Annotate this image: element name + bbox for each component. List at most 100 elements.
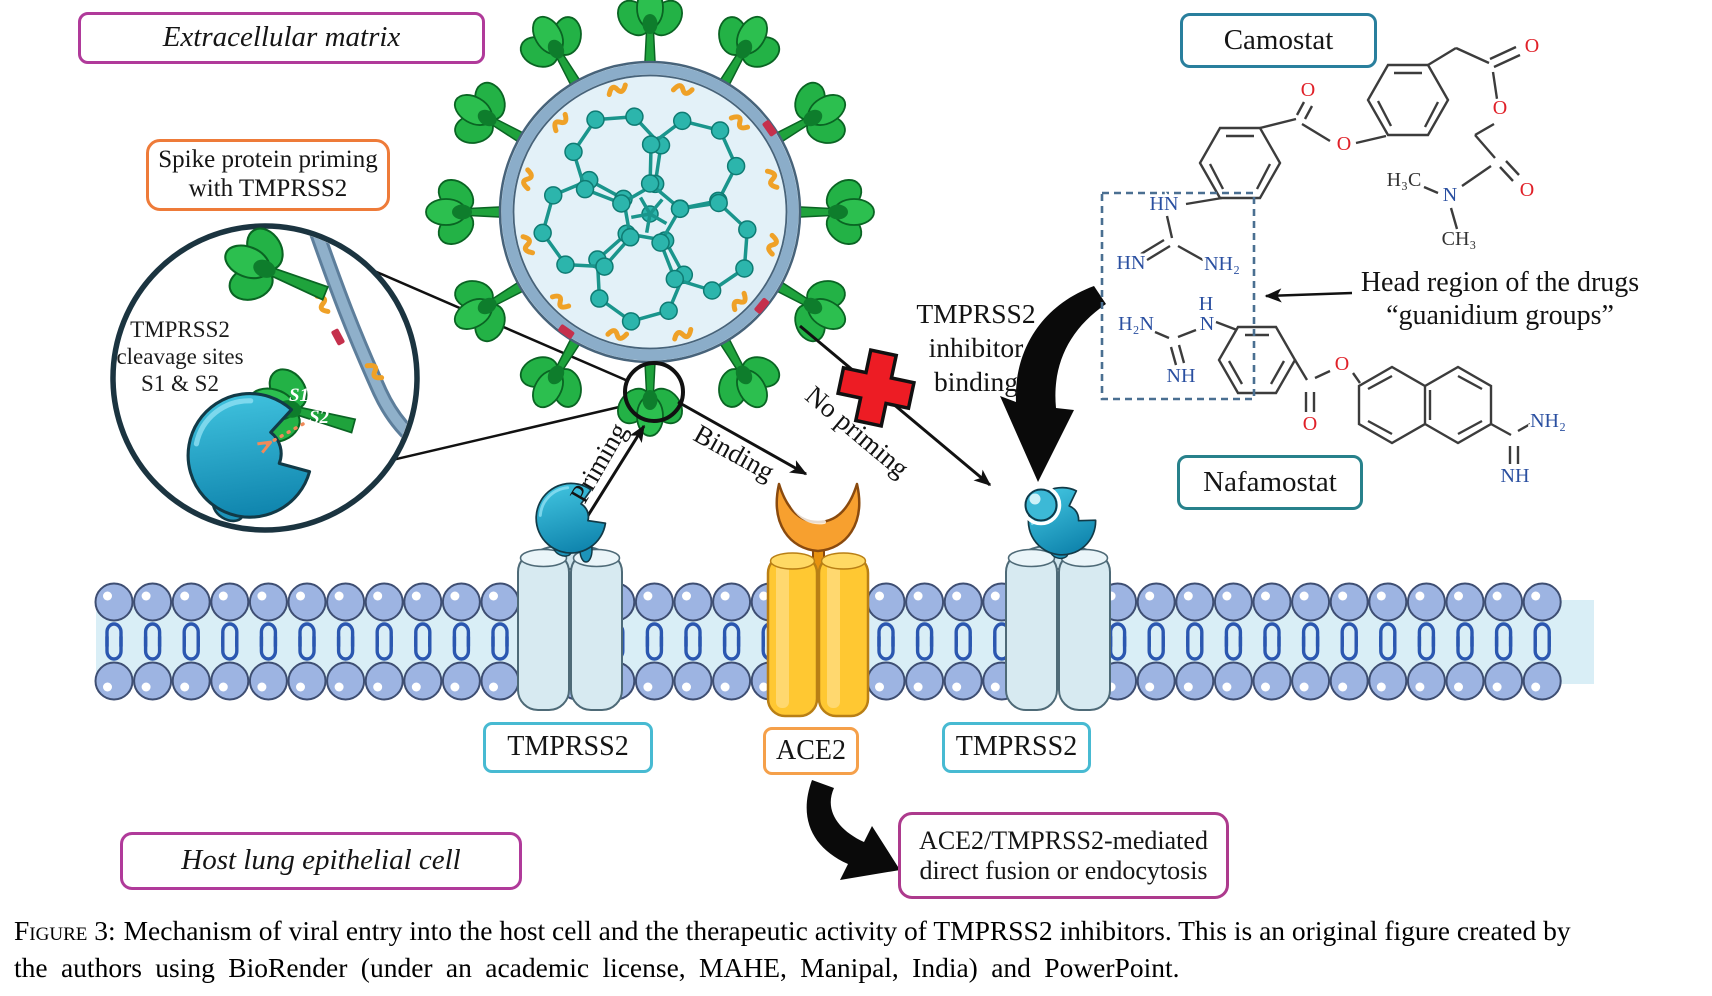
- rna-bead: [726, 156, 746, 176]
- tmprss2-right-label: TMPRSS2: [955, 731, 1078, 763]
- lipid-tail: [722, 622, 741, 648]
- camostat-bonds: [1140, 101, 1387, 262]
- priming-arrow: [582, 424, 646, 523]
- atom-label: N: [1200, 313, 1214, 335]
- lipid-head: [210, 582, 250, 622]
- host-cell-label: Host lung epithelial cell: [181, 844, 461, 877]
- lipid-head: [673, 661, 713, 701]
- lipid-head-highlight: [1222, 682, 1232, 692]
- fusion-box: ACE2/TMPRSS2-mediated direct fusion or e…: [898, 812, 1229, 899]
- lipid-head-highlight: [913, 591, 923, 601]
- lipid-head: [480, 661, 520, 701]
- lipid-head: [1368, 582, 1408, 622]
- atom-label: NH₂: [1530, 410, 1566, 432]
- lipid-head-highlight: [141, 682, 151, 692]
- lipid-tail: [1533, 635, 1551, 661]
- atom-label: NH: [1167, 365, 1196, 387]
- lipid-tail: [1147, 635, 1165, 661]
- tmprss2-protein-left: [517, 474, 623, 711]
- lipid-head: [1406, 582, 1446, 622]
- lipid-head-highlight: [103, 682, 112, 692]
- lipid-head: [441, 661, 481, 701]
- rna-bead: [659, 301, 678, 321]
- lipid-tail: [915, 635, 934, 661]
- lipid-head: [905, 582, 945, 622]
- rna-bead: [670, 199, 690, 219]
- inset-caption-line2: cleavage sites: [116, 344, 243, 369]
- nafamostat-amidine-bonds: [1490, 421, 1533, 464]
- lipid-head-highlight: [1145, 591, 1155, 601]
- atom-label: N: [1443, 184, 1457, 206]
- head-region-line2: “guanidium groups”: [1386, 300, 1614, 331]
- spike-priming-line2: with TMPRSS2: [188, 175, 348, 202]
- lipid-tail: [1224, 635, 1243, 661]
- lipid-tail: [143, 635, 162, 661]
- lipid-head-highlight: [1338, 682, 1348, 692]
- lipid-head: [441, 582, 481, 622]
- rna-bead: [575, 179, 595, 199]
- host-cell-box: Host lung epithelial cell: [120, 832, 522, 890]
- chemical-structures: [1140, 45, 1533, 464]
- lipid-tail: [684, 635, 702, 661]
- lipid-head-highlight: [1376, 591, 1386, 601]
- lipid-tail: [336, 622, 355, 648]
- lipid-tail: [1186, 635, 1204, 661]
- lipid-head: [248, 661, 288, 701]
- lipid-tail: [877, 635, 895, 661]
- lipid-head-highlight: [1454, 591, 1463, 601]
- rna-bead: [543, 186, 563, 205]
- ace2-to-fusion-curved-arrow: [806, 780, 900, 880]
- lipid-tail: [1263, 622, 1281, 648]
- lipid-head-highlight: [296, 591, 305, 601]
- lipid-head-highlight: [1338, 591, 1348, 601]
- lipid-head-highlight: [1261, 682, 1270, 692]
- lipid-tail: [1417, 622, 1436, 648]
- rna-bead: [640, 174, 660, 193]
- lipid-head-highlight: [450, 682, 460, 692]
- lipid-head-highlight: [1492, 591, 1502, 601]
- rna-bead: [533, 223, 552, 243]
- sars-cov-2-virion: [425, 0, 875, 437]
- rna-bead: [735, 259, 754, 278]
- rna-bead: [625, 107, 644, 126]
- lipid-tail: [1224, 622, 1243, 648]
- lipid-head-highlight: [1415, 591, 1425, 601]
- camostat-box: Camostat: [1180, 13, 1377, 68]
- atom-label: HN: [1150, 193, 1179, 215]
- lipid-tail: [259, 622, 278, 648]
- extracellular-matrix-box: Extracellular matrix: [78, 12, 485, 64]
- spike-priming-box: Spike protein priming with TMPRSS2: [146, 139, 390, 211]
- priming-inset: TMPRSS2 cleavage sites S1 & S2 S1 S2: [110, 210, 420, 532]
- lipid-head: [1252, 582, 1292, 622]
- lipid-head-highlight: [450, 591, 460, 601]
- lipid-head-highlight: [1222, 591, 1232, 601]
- lipid-head-highlight: [682, 591, 691, 601]
- lipid-head-highlight: [1492, 682, 1502, 692]
- lipid-head: [480, 582, 520, 622]
- lipid-head: [712, 661, 752, 701]
- lipid-head-highlight: [180, 591, 190, 601]
- lipid-head: [171, 661, 211, 701]
- lipid-head-highlight: [373, 591, 383, 601]
- camostat-ester-bonds: [1423, 45, 1521, 230]
- inhibitor-binding-curved-arrow: [1000, 286, 1106, 482]
- lipid-head: [1329, 661, 1369, 701]
- atom-label: O: [1301, 79, 1315, 101]
- atom-label: H: [1199, 293, 1213, 315]
- lipid-head-highlight: [257, 682, 267, 692]
- lipid-head: [943, 582, 983, 622]
- lipid-tail: [684, 622, 702, 648]
- rna-strand: [644, 213, 652, 234]
- lipid-tail: [414, 622, 432, 648]
- lipid-tail: [1301, 635, 1320, 661]
- lipid-head-highlight: [1183, 591, 1193, 601]
- atom-label: O: [1525, 35, 1539, 57]
- virus-membrane-proteins: [522, 84, 778, 340]
- inhibitor-molecule-ball: [1024, 488, 1058, 522]
- extracellular-matrix-label: Extracellular matrix: [162, 21, 401, 54]
- binding-arrow: [677, 400, 808, 476]
- lipid-head-highlight: [489, 682, 498, 692]
- lipid-head-highlight: [759, 682, 769, 692]
- atom-label: NH₂: [1204, 253, 1240, 275]
